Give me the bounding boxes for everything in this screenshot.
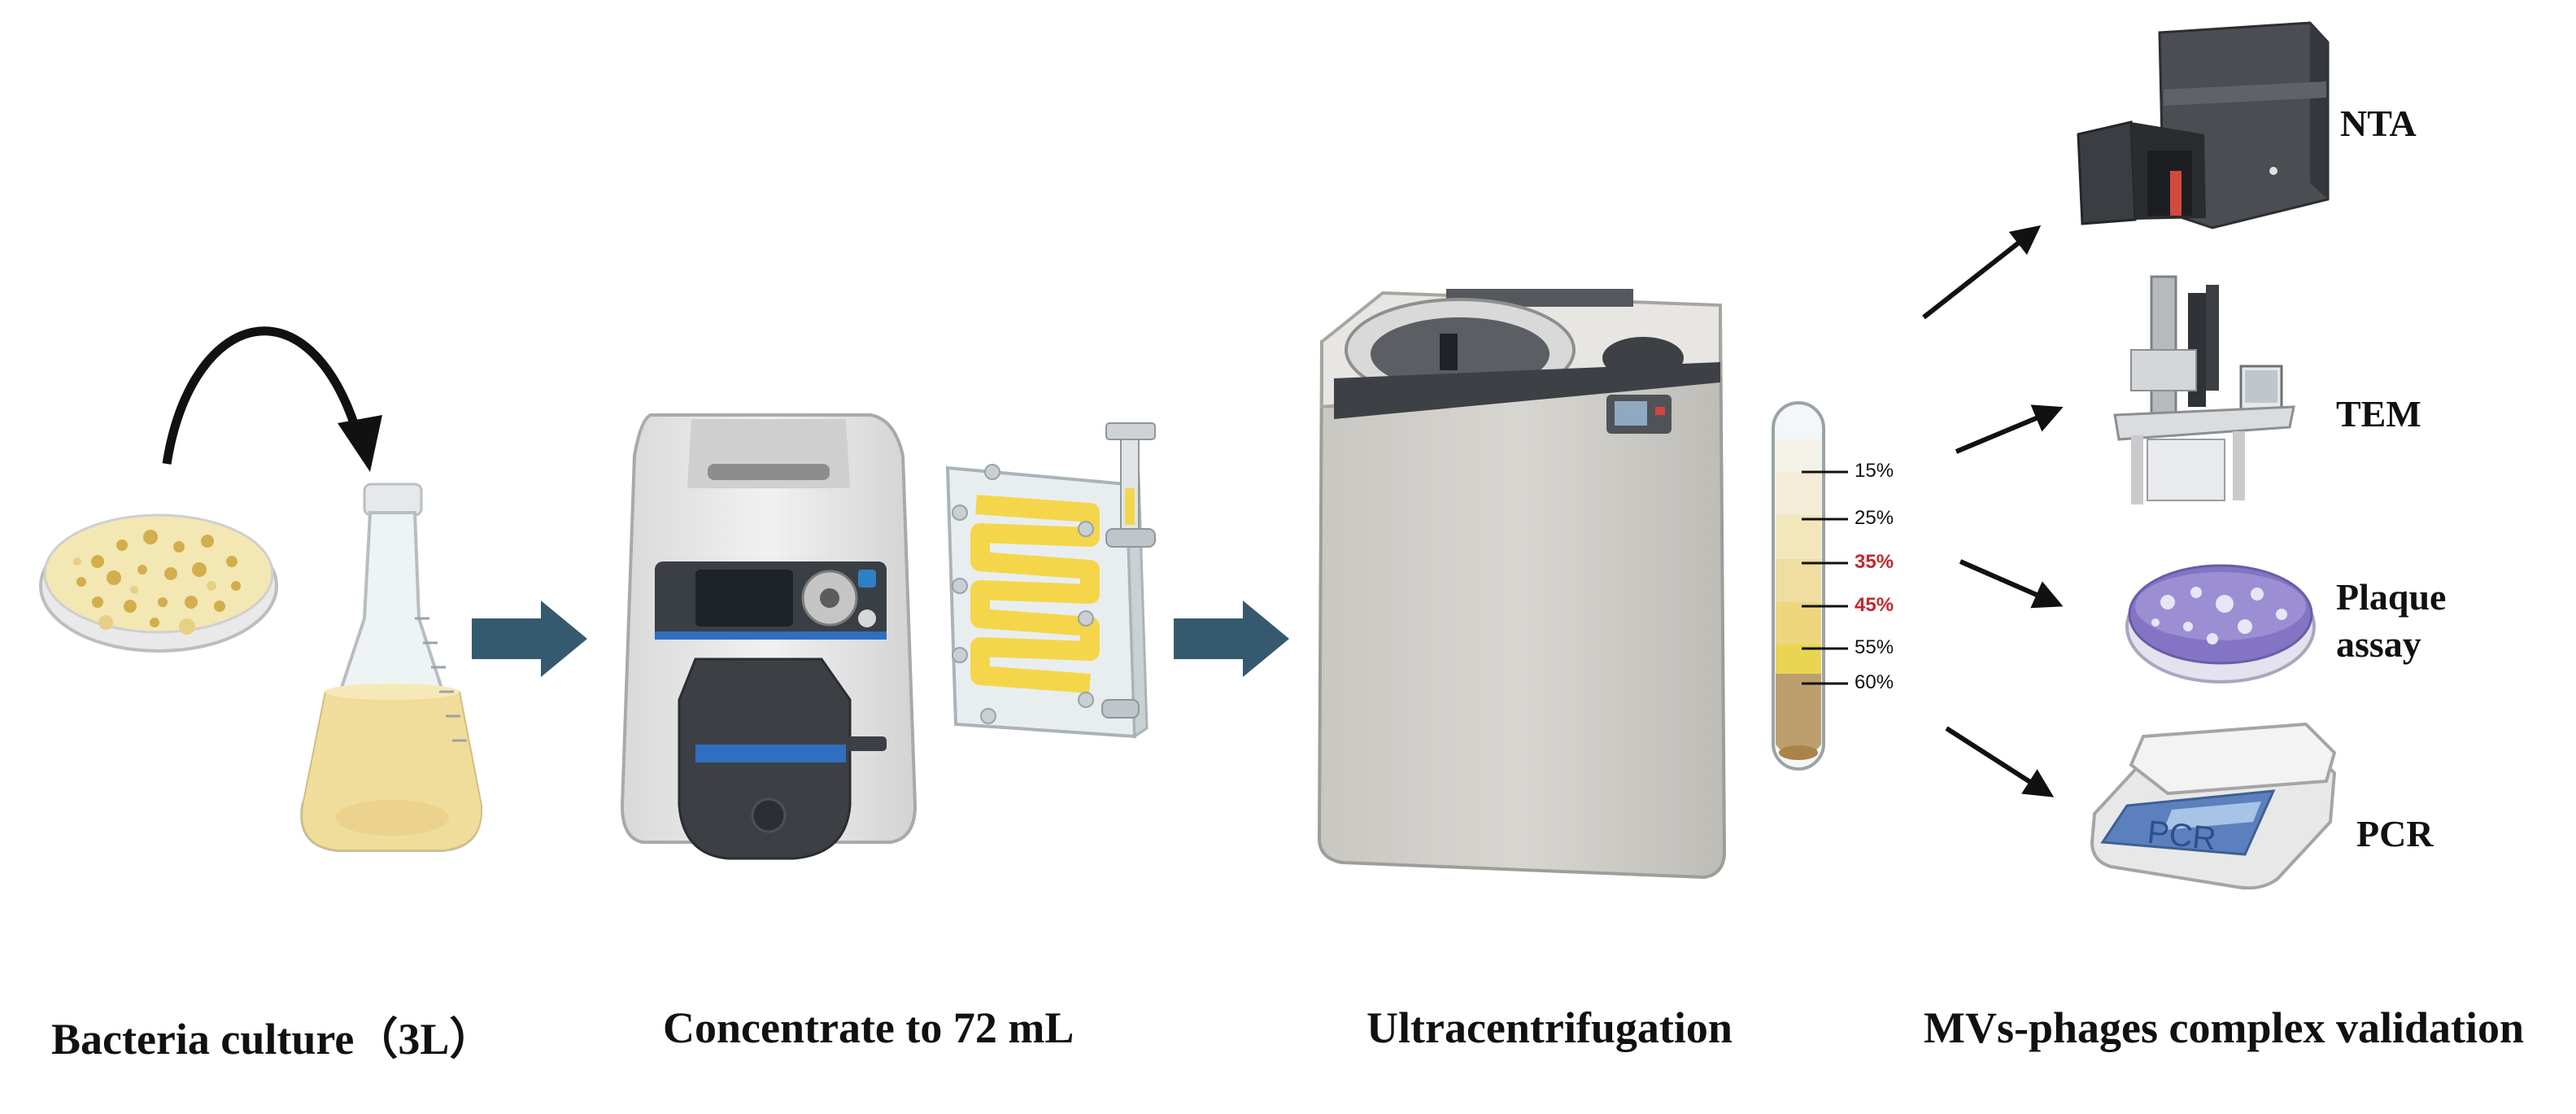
arrow-to-plaque-icon <box>1959 559 2064 609</box>
arrow-to-tem-icon <box>1955 404 2064 454</box>
gradient-layer-label: 45% <box>1855 594 1894 616</box>
petri-dish-icon <box>39 513 278 653</box>
erlenmeyer-flask-icon <box>300 483 483 852</box>
ultracentrifuge-icon <box>1317 289 1727 880</box>
flow-arrow-1-icon <box>472 601 587 677</box>
gradient-layer-label: 35% <box>1855 551 1894 573</box>
method-label-nta: NTA <box>2340 103 2417 144</box>
curved-arrow-icon <box>162 326 363 465</box>
tem-microscope-icon <box>2113 275 2295 505</box>
flow-arrow-2-icon <box>1174 601 1289 677</box>
gradient-ticks <box>1802 470 1848 685</box>
step-label-validation: MVs-phages complex validation <box>1924 1003 2525 1052</box>
gradient-layer-label: 55% <box>1855 636 1894 658</box>
plaque-assay-dish-icon <box>2125 564 2316 684</box>
filter-cassette-icon <box>945 422 1156 739</box>
bacteria-culture-illustration <box>39 326 483 852</box>
pcr-screen-text: PCR <box>2145 814 2218 858</box>
method-label-tem: TEM <box>2336 393 2421 435</box>
curved-arrow-head-icon <box>338 415 382 472</box>
pcr-machine-icon <box>2090 722 2337 890</box>
step-label-concentrate: Concentrate to 72 mL <box>663 1003 1074 1052</box>
step-label-bacteria-culture: Bacteria culture（3L） <box>51 1015 494 1064</box>
gradient-layer-label: 60% <box>1855 671 1894 693</box>
method-label-pcr: PCR <box>2356 813 2434 854</box>
step-label-ultracentrifugation: Ultracentrifugation <box>1366 1003 1733 1052</box>
nta-instrument-icon <box>2077 21 2330 229</box>
gradient-layer-label: 15% <box>1855 460 1894 482</box>
density-gradient-tube-icon <box>1772 401 1825 771</box>
arrow-to-pcr-icon <box>1945 726 2055 797</box>
validation-arrows <box>1922 225 2064 797</box>
method-label-plaque-assay: Plaque assay <box>2336 576 2447 665</box>
peristaltic-pump-icon <box>620 413 918 860</box>
gradient-layer-label: 25% <box>1855 507 1894 529</box>
arrow-to-nta-icon <box>1922 225 2042 320</box>
